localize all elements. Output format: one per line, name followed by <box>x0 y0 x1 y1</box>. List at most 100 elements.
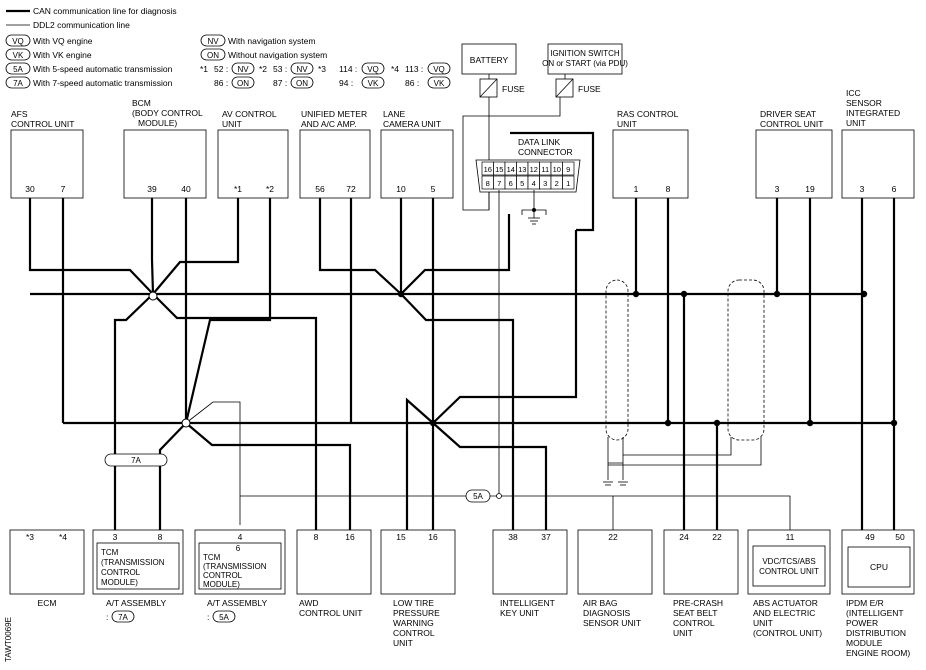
dlc-pin-label: 14 <box>507 165 515 174</box>
svg-text:5A: 5A <box>473 492 483 501</box>
svg-text:AIR BAG: AIR BAG <box>583 598 617 608</box>
legend-notes: *1 52 : NV 86 : ON *2 53 : NV 87 : ON *3… <box>200 62 451 89</box>
svg-text:39: 39 <box>147 184 157 194</box>
svg-text:KEY UNIT: KEY UNIT <box>500 608 539 618</box>
pre-crash-seat-belt-unit <box>663 529 739 595</box>
svg-text:PRESSURE: PRESSURE <box>393 608 440 618</box>
svg-text:ABS ACTUATOR: ABS ACTUATOR <box>753 598 818 608</box>
svg-text:22: 22 <box>608 532 618 542</box>
svg-text:ECM: ECM <box>38 598 57 608</box>
shield-markers <box>603 279 765 486</box>
svg-text:MODULE): MODULE) <box>101 578 138 587</box>
svg-text:UNIT: UNIT <box>846 118 866 128</box>
svg-text:6: 6 <box>892 184 897 194</box>
dlc-pin-label: 6 <box>509 179 513 188</box>
harness-badge-7a <box>104 453 168 467</box>
svg-text:3: 3 <box>775 184 780 194</box>
svg-text:CONTROL UNIT: CONTROL UNIT <box>299 608 362 618</box>
svg-text:11: 11 <box>786 532 795 542</box>
svg-text:BATTERY: BATTERY <box>470 55 509 65</box>
svg-text:VK: VK <box>434 79 445 88</box>
svg-text:7A: 7A <box>131 456 141 465</box>
dlc-pin-label: 2 <box>555 179 559 188</box>
air-bag-sensor-unit <box>577 529 653 595</box>
svg-text:CAMERA UNIT: CAMERA UNIT <box>383 119 441 129</box>
svg-text:MODULE): MODULE) <box>203 580 240 589</box>
svg-text:FUSE: FUSE <box>502 84 525 94</box>
svg-text:NV: NV <box>207 37 219 46</box>
svg-text:(INTELLIGENT: (INTELLIGENT <box>846 608 904 618</box>
svg-text:4: 4 <box>238 532 243 542</box>
driver-seat-control-unit <box>755 129 833 199</box>
svg-text:50: 50 <box>895 532 905 542</box>
svg-text:AND A/C AMP.: AND A/C AMP. <box>301 119 357 129</box>
awd-control-unit <box>296 529 372 595</box>
svg-text:(BODY CONTROL: (BODY CONTROL <box>132 108 203 118</box>
dlc-pin-label: 4 <box>532 179 536 188</box>
svg-text:(TRANSMISSION: (TRANSMISSION <box>101 558 165 567</box>
dlc-pin-label: 13 <box>518 165 526 174</box>
lane-camera-unit <box>380 129 454 199</box>
svg-text:24: 24 <box>679 532 689 542</box>
svg-text:VQ: VQ <box>367 65 379 74</box>
svg-text:DRIVER SEAT: DRIVER SEAT <box>760 109 816 119</box>
svg-text:MODULE): MODULE) <box>138 118 177 128</box>
harness-badge-5a <box>465 489 491 503</box>
svg-text:ENGINE ROOM): ENGINE ROOM) <box>846 648 910 658</box>
dlc-pin-label: 3 <box>543 179 547 188</box>
svg-text:CONTROL UNIT: CONTROL UNIT <box>759 567 819 576</box>
svg-text:PRE-CRASH: PRE-CRASH <box>673 598 723 608</box>
svg-text:CONTROL UNIT: CONTROL UNIT <box>11 119 74 129</box>
svg-text:3: 3 <box>113 532 118 542</box>
svg-text:UNIFIED METER: UNIFIED METER <box>301 109 367 119</box>
svg-text:AND ELECTRIC: AND ELECTRIC <box>753 608 815 618</box>
svg-text:MODULE: MODULE <box>846 638 883 648</box>
legend-can: CAN communication line for diagnosis <box>33 6 177 16</box>
svg-text:CONTROL: CONTROL <box>393 628 435 638</box>
svg-text:UNIT: UNIT <box>222 119 242 129</box>
svg-text::: : <box>207 612 209 622</box>
dlc-pin-label: 7 <box>497 179 501 188</box>
badge-vq <box>5 34 31 47</box>
svg-text:INTEGRATED: INTEGRATED <box>846 108 900 118</box>
svg-text:19: 19 <box>805 184 815 194</box>
svg-text:CONTROL: CONTROL <box>673 618 715 628</box>
svg-text:86 :: 86 : <box>214 78 228 88</box>
svg-text:ON: ON <box>296 79 308 88</box>
svg-text:NV: NV <box>237 65 249 74</box>
dlc-pin-label: 10 <box>553 165 561 174</box>
ignition-switch-box <box>547 43 623 75</box>
svg-text:*3: *3 <box>318 64 326 74</box>
top-units: AFS CONTROL UNIT 30 7 BCM (BODY CONTROL … <box>10 88 915 199</box>
badge-5a <box>5 62 31 75</box>
bottom-units: *3 *4 ECM 3 8 TCM (TRANSMISSION CONTROL … <box>9 529 915 658</box>
badge-nv <box>200 34 226 47</box>
svg-text:113 :: 113 : <box>405 64 423 74</box>
svg-text:72: 72 <box>346 184 356 194</box>
legend: CAN communication line for diagnosis DDL… <box>5 6 451 89</box>
svg-text:ICC: ICC <box>846 88 861 98</box>
svg-text:With VK engine: With VK engine <box>33 50 92 60</box>
svg-text:7A: 7A <box>118 613 128 622</box>
svg-text:SENSOR UNIT: SENSOR UNIT <box>583 618 641 628</box>
svg-text:*4: *4 <box>391 64 399 74</box>
svg-text:UNIT: UNIT <box>753 618 773 628</box>
svg-text:UNIT: UNIT <box>393 638 413 648</box>
svg-text:53 :: 53 : <box>273 64 287 74</box>
afs-control-unit <box>10 129 84 199</box>
power-supply: BATTERY IGNITION SWITCH ON or START (via… <box>461 43 628 211</box>
svg-text:7: 7 <box>61 184 66 194</box>
svg-text:52 :: 52 : <box>214 64 228 74</box>
svg-text:8: 8 <box>314 532 319 542</box>
ddl2-line: 5A 7A <box>104 190 791 530</box>
svg-text:With 7-speed automatic transmi: With 7-speed automatic transmission <box>33 78 173 88</box>
svg-text:DISTRIBUTION: DISTRIBUTION <box>846 628 906 638</box>
ras-control-unit <box>612 129 689 199</box>
svg-text:With VQ engine: With VQ engine <box>33 36 93 46</box>
icc-sensor-unit <box>841 129 915 199</box>
svg-text:DIAGNOSIS: DIAGNOSIS <box>583 608 631 618</box>
svg-text:*1: *1 <box>200 64 208 74</box>
